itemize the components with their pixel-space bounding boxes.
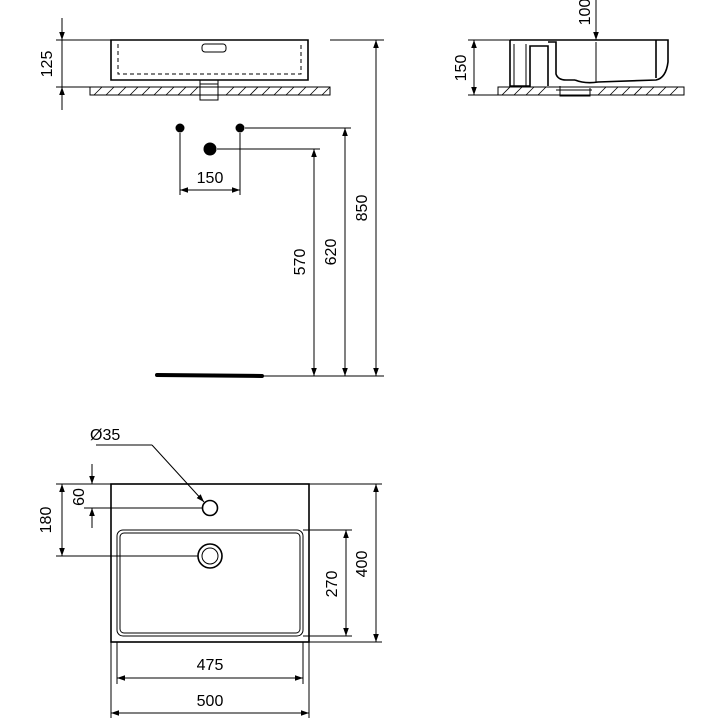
dim-label-570: 570: [292, 249, 309, 276]
supply-point-left-icon: [175, 123, 185, 133]
dim-drain-offset: 180: [38, 483, 198, 557]
basin-outer-rim: [110, 483, 310, 643]
dim-side-height: 150: [453, 39, 510, 96]
waste-point-icon: [203, 142, 217, 156]
dim-label-150-side: 150: [453, 55, 470, 82]
basin-bowl: [116, 529, 304, 637]
dim-label-620: 620: [323, 239, 340, 266]
drain-icon: [197, 543, 223, 569]
front-elevation: 125 150 570 620: [39, 18, 384, 378]
dim-label-150-tap: 150: [197, 170, 224, 187]
dim-label-850: 850: [354, 195, 371, 222]
dim-label-500: 500: [197, 693, 224, 710]
plan-view: Ø35 60 180 270 400: [38, 427, 382, 718]
basin-front-outline: [110, 39, 309, 84]
side-countertop: [497, 86, 685, 96]
dim-label-100: 100: [577, 0, 594, 25]
dim-label-180: 180: [38, 507, 55, 534]
side-section: 150 100: [453, 0, 685, 97]
dim-counter-height: 850: [330, 39, 384, 376]
dim-label-60: 60: [71, 488, 88, 506]
tap-hole-icon: [201, 499, 219, 517]
dim-label-d35: Ø35: [90, 427, 120, 444]
dim-waste-height: 570: [217, 148, 320, 376]
waste-outlet: [199, 83, 219, 101]
supply-point-right-icon: [235, 123, 245, 133]
dim-basin-height: 125: [39, 18, 111, 110]
dim-overall-depth: 400: [309, 483, 382, 643]
dim-label-400: 400: [354, 551, 371, 578]
dim-label-475: 475: [197, 657, 224, 674]
dim-supply-height: 620: [245, 127, 351, 376]
dim-bowl-depth: 270: [303, 529, 352, 637]
dim-overall-width: 500: [110, 642, 310, 718]
dim-bowl-width: 475: [116, 642, 304, 684]
dim-tap-hole-diameter: Ø35: [90, 427, 205, 503]
dim-inner-depth: 100: [577, 0, 599, 82]
dim-tap-hole-offset: 60: [71, 464, 202, 528]
countertop-slab: [89, 86, 331, 96]
overflow-slot-icon: [201, 43, 227, 53]
dim-tap-spacing: 150: [179, 133, 241, 195]
dim-label-125: 125: [39, 51, 56, 78]
floor-line: [155, 373, 264, 378]
dim-label-270: 270: [324, 571, 341, 598]
basin-side-profile: [509, 39, 669, 97]
